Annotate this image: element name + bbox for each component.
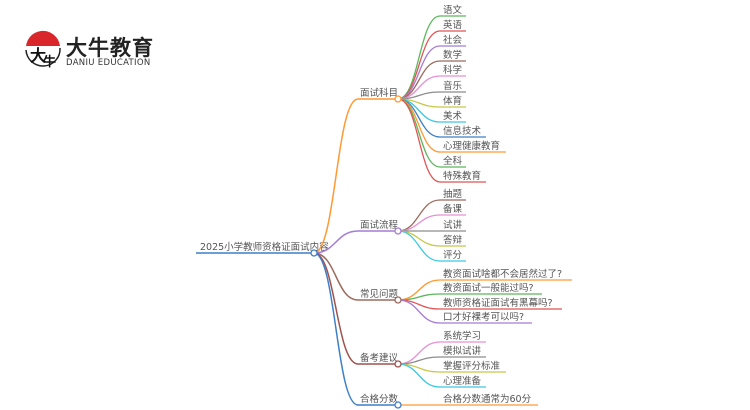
leaf-label[interactable]: 掌握评分标准 <box>443 360 501 372</box>
leaf-label[interactable]: 答辩 <box>443 234 463 246</box>
leaf-label[interactable]: 科学 <box>443 64 462 76</box>
leaf-label[interactable]: 教资面试啥都不会居然过了? <box>443 268 562 280</box>
leaf-connector <box>397 293 441 301</box>
leaf-connector <box>397 363 441 388</box>
leaf-connector <box>397 98 441 168</box>
branch-collapse-toggle[interactable] <box>394 227 402 235</box>
logo-name-cn: 大牛教育 <box>66 36 154 60</box>
leaf-connector <box>397 45 441 100</box>
leaf-label[interactable]: 美术 <box>443 110 463 122</box>
branch-connector <box>313 230 359 254</box>
root-collapse-toggle[interactable] <box>310 249 318 257</box>
branch-connector <box>313 252 359 365</box>
leaf-label[interactable]: 数学 <box>443 49 462 61</box>
leaf-label[interactable]: 全科 <box>443 155 463 167</box>
leaf-label[interactable]: 试讲 <box>443 219 463 231</box>
leaf-label[interactable]: 社会 <box>443 34 463 46</box>
branch-label[interactable]: 备考建议 <box>360 352 399 364</box>
leaf-label[interactable]: 合格分数通常为60分 <box>443 393 532 405</box>
leaf-label[interactable]: 口才好裸考可以吗? <box>443 311 524 323</box>
leaf-label[interactable]: 抽题 <box>443 188 463 200</box>
svg-text:牛: 牛 <box>43 54 56 70</box>
root-node-label[interactable]: 2025小学教师资格证面试内容 <box>200 241 329 253</box>
branch-connector <box>313 252 359 406</box>
leaf-connector <box>397 98 441 183</box>
branch-connector <box>313 252 359 301</box>
leaf-label[interactable]: 教资面试一般能过吗? <box>443 282 534 294</box>
leaf-label[interactable]: 评分 <box>443 250 463 261</box>
logo-mark-icon: 大 牛 <box>25 30 61 70</box>
leaf-label[interactable]: 备课 <box>443 203 463 215</box>
branch-label[interactable]: 常见问题 <box>360 288 399 300</box>
branch-collapse-toggle[interactable] <box>394 296 402 304</box>
branch-label[interactable]: 面试科目 <box>360 87 398 99</box>
leaf-connector <box>397 299 441 324</box>
leaf-label[interactable]: 特殊教育 <box>443 170 481 182</box>
leaf-connector <box>397 214 441 232</box>
leaf-label[interactable]: 信息技术 <box>443 125 482 137</box>
svg-text:大: 大 <box>30 46 46 65</box>
leaf-label[interactable]: 系统学习 <box>443 330 481 342</box>
leaf-label[interactable]: 模拟试讲 <box>443 345 482 357</box>
branch-collapse-toggle[interactable] <box>394 360 402 368</box>
leaf-label[interactable]: 心理准备 <box>443 375 482 387</box>
leaf-connector <box>397 230 441 262</box>
leaf-label[interactable]: 体育 <box>443 95 462 107</box>
leaf-label[interactable]: 英语 <box>443 19 463 31</box>
leaf-connector <box>397 230 441 247</box>
branch-label[interactable]: 面试流程 <box>360 219 399 231</box>
branch-label[interactable]: 合格分数 <box>360 393 399 405</box>
logo-name-en: DANIU EDUCATION <box>66 58 151 68</box>
leaf-connector <box>397 30 441 100</box>
branch-collapse-toggle[interactable] <box>394 95 402 103</box>
leaf-label[interactable]: 语文 <box>443 4 463 16</box>
leaf-label[interactable]: 音乐 <box>443 80 463 92</box>
leaf-label[interactable]: 心理健康教育 <box>443 140 500 152</box>
branch-collapse-toggle[interactable] <box>394 401 402 409</box>
branch-connector <box>313 98 359 254</box>
logo: 大 牛 大牛教育 DANIU EDUCATION <box>22 28 162 72</box>
leaf-label[interactable]: 教师资格证面试有黑幕吗? <box>443 297 553 309</box>
